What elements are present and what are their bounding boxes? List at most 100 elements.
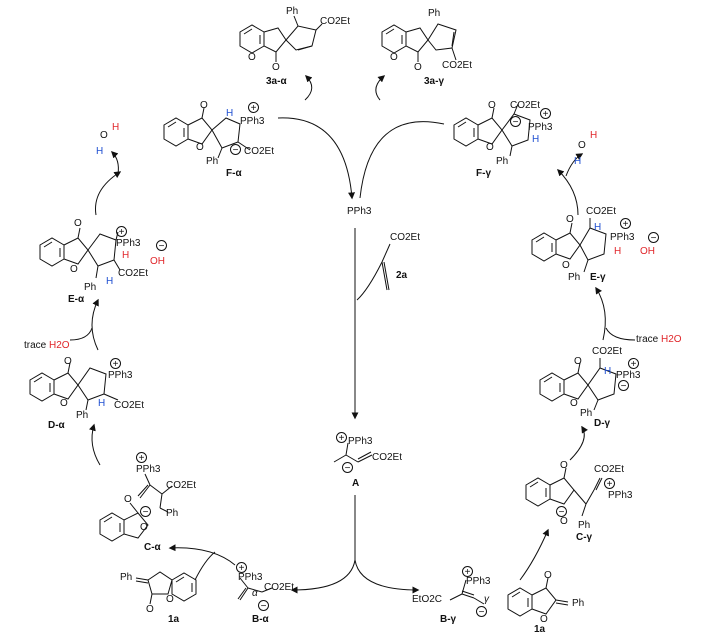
F-gamma-pph3: PPh3 — [528, 122, 553, 133]
F-gamma-ph: Ph — [496, 156, 509, 167]
E-alpha-h-blue: H — [106, 276, 114, 287]
D-alpha-ring-o: O — [60, 398, 68, 409]
C-alpha-label: C-α — [144, 542, 161, 553]
molecule-C-alpha — [99, 473, 173, 542]
D-gamma-ph: Ph — [580, 408, 593, 419]
C-gamma-ester: CO2Et — [594, 464, 625, 475]
arrow-D-gamma-to-E-gamma — [595, 286, 606, 341]
F-alpha-ph: Ph — [206, 156, 219, 167]
molecule-D-gamma — [539, 358, 617, 411]
E-gamma-h-red: H — [614, 246, 622, 257]
molecule-D-alpha — [29, 362, 119, 411]
E-gamma-minus: − — [648, 232, 659, 244]
3a-alpha-ph: Ph — [286, 6, 299, 17]
trace-water-left-arrow — [69, 327, 93, 341]
E-alpha-label: E-α — [68, 294, 85, 305]
reagent-insertion-curve — [356, 261, 383, 301]
F-gamma-plus: + — [540, 108, 551, 120]
arrow-E-gamma-to-F-gamma — [557, 169, 579, 216]
charge-plus-A: + — [336, 432, 347, 444]
molecule-E-gamma — [531, 218, 607, 273]
F-alpha-h: H — [226, 108, 234, 119]
molecule-A — [333, 442, 373, 463]
intermediate-A-pph3: PPh3 — [348, 436, 373, 447]
arrow-D-alpha-to-E-alpha — [91, 298, 99, 351]
E-alpha-plus: + — [116, 226, 127, 238]
B-gamma-minus: − — [476, 606, 487, 618]
3a-alpha-label: 3a-α — [266, 76, 287, 87]
molecule-3a-alpha — [239, 15, 323, 62]
B-alpha-pph3: PPh3 — [238, 572, 263, 583]
D-alpha-o: O — [64, 356, 72, 367]
D-gamma-ester: CO2Et — [592, 346, 623, 357]
molecule-F-alpha — [163, 107, 251, 159]
trace-water-left: trace H2O — [24, 340, 70, 352]
E-alpha-ring-o: O — [70, 264, 78, 275]
water-right-h2: H — [574, 156, 582, 167]
top-right-return-arrow — [359, 121, 445, 199]
C-alpha-minus: − — [140, 506, 151, 518]
C-alpha-ph: Ph — [166, 508, 179, 519]
F-alpha-label: F-α — [226, 168, 242, 179]
1a-left-ring-o: O — [166, 594, 174, 605]
E-alpha-ph: Ph — [84, 282, 97, 293]
arrow-B-gamma-to-C-gamma — [519, 528, 549, 581]
D-alpha-label: D-α — [48, 420, 65, 431]
C-gamma-o: O — [560, 460, 568, 471]
F-alpha-minus: − — [230, 144, 241, 156]
arrow-B-alpha-to-C-alpha — [168, 544, 236, 566]
E-gamma-pph3: PPh3 — [610, 232, 635, 243]
1a-right-ph: Ph — [572, 598, 585, 609]
1a-right-ring-o: O — [540, 614, 548, 625]
D-gamma-h: H — [604, 366, 612, 377]
E-alpha-oh: OH — [150, 256, 165, 267]
E-alpha-h-red: H — [122, 250, 130, 261]
D-gamma-pph3: PPh3 — [616, 370, 641, 381]
molecule-1a-right — [507, 577, 569, 617]
C-gamma-label: C-γ — [576, 532, 593, 543]
E-gamma-ester: CO2Et — [586, 206, 617, 217]
F-gamma-ring-o: O — [486, 142, 494, 153]
D-alpha-plus: + — [110, 358, 121, 370]
intermediate-A-ester: CO2Et — [372, 452, 403, 463]
water-right-o: O — [578, 140, 586, 151]
F-alpha-plus: + — [248, 102, 259, 114]
trace-water-right: trace H2O — [636, 334, 682, 346]
D-gamma-ring-o: O — [570, 398, 578, 409]
B-gamma-ester: EtO2C — [412, 594, 443, 605]
trace-water-right-prefix: trace — [636, 334, 662, 345]
1a-right-o: O — [544, 570, 552, 581]
D-gamma-label: D-γ — [594, 418, 611, 429]
top-left-return-arrow — [277, 117, 356, 200]
water-release-right-arrow — [565, 153, 584, 177]
F-alpha-ester: CO2Et — [244, 146, 275, 157]
arrow-to-3a-gamma — [375, 75, 386, 101]
molecule-B-alpha — [237, 577, 273, 601]
B-alpha-plus: + — [236, 562, 247, 574]
C-alpha-ester: CO2Et — [166, 480, 197, 491]
3a-gamma-o1: O — [414, 62, 422, 73]
reagent-ester-label: CO2Et — [390, 232, 421, 243]
B-gamma-label: B-γ — [440, 614, 457, 625]
D-alpha-pph3: PPh3 — [108, 370, 133, 381]
B-alpha-ester: CO2Et — [264, 582, 295, 593]
E-gamma-ph: Ph — [568, 272, 581, 283]
B-alpha-minus: − — [258, 600, 269, 612]
E-gamma-label: E-γ — [590, 272, 606, 283]
F-gamma-o: O — [488, 100, 496, 111]
arrow-E-alpha-to-F-alpha — [95, 171, 122, 216]
C-gamma-ph: Ph — [578, 520, 591, 531]
F-gamma-ester: CO2Et — [510, 100, 541, 111]
water-left-h1: H — [112, 122, 120, 133]
arrow-C-alpha-to-D-alpha — [89, 423, 101, 466]
B-gamma-gamma: γ — [484, 594, 489, 605]
F-alpha-pph3: PPh3 — [240, 116, 265, 127]
trace-water-right-h2o: H2O — [661, 334, 682, 345]
D-gamma-o: O — [574, 356, 582, 367]
molecule-B-gamma — [449, 579, 485, 605]
arrow-to-B-gamma — [354, 559, 420, 594]
D-alpha-h: H — [98, 398, 106, 409]
E-gamma-h-blue: H — [594, 222, 602, 233]
molecule-F-gamma — [453, 103, 531, 157]
